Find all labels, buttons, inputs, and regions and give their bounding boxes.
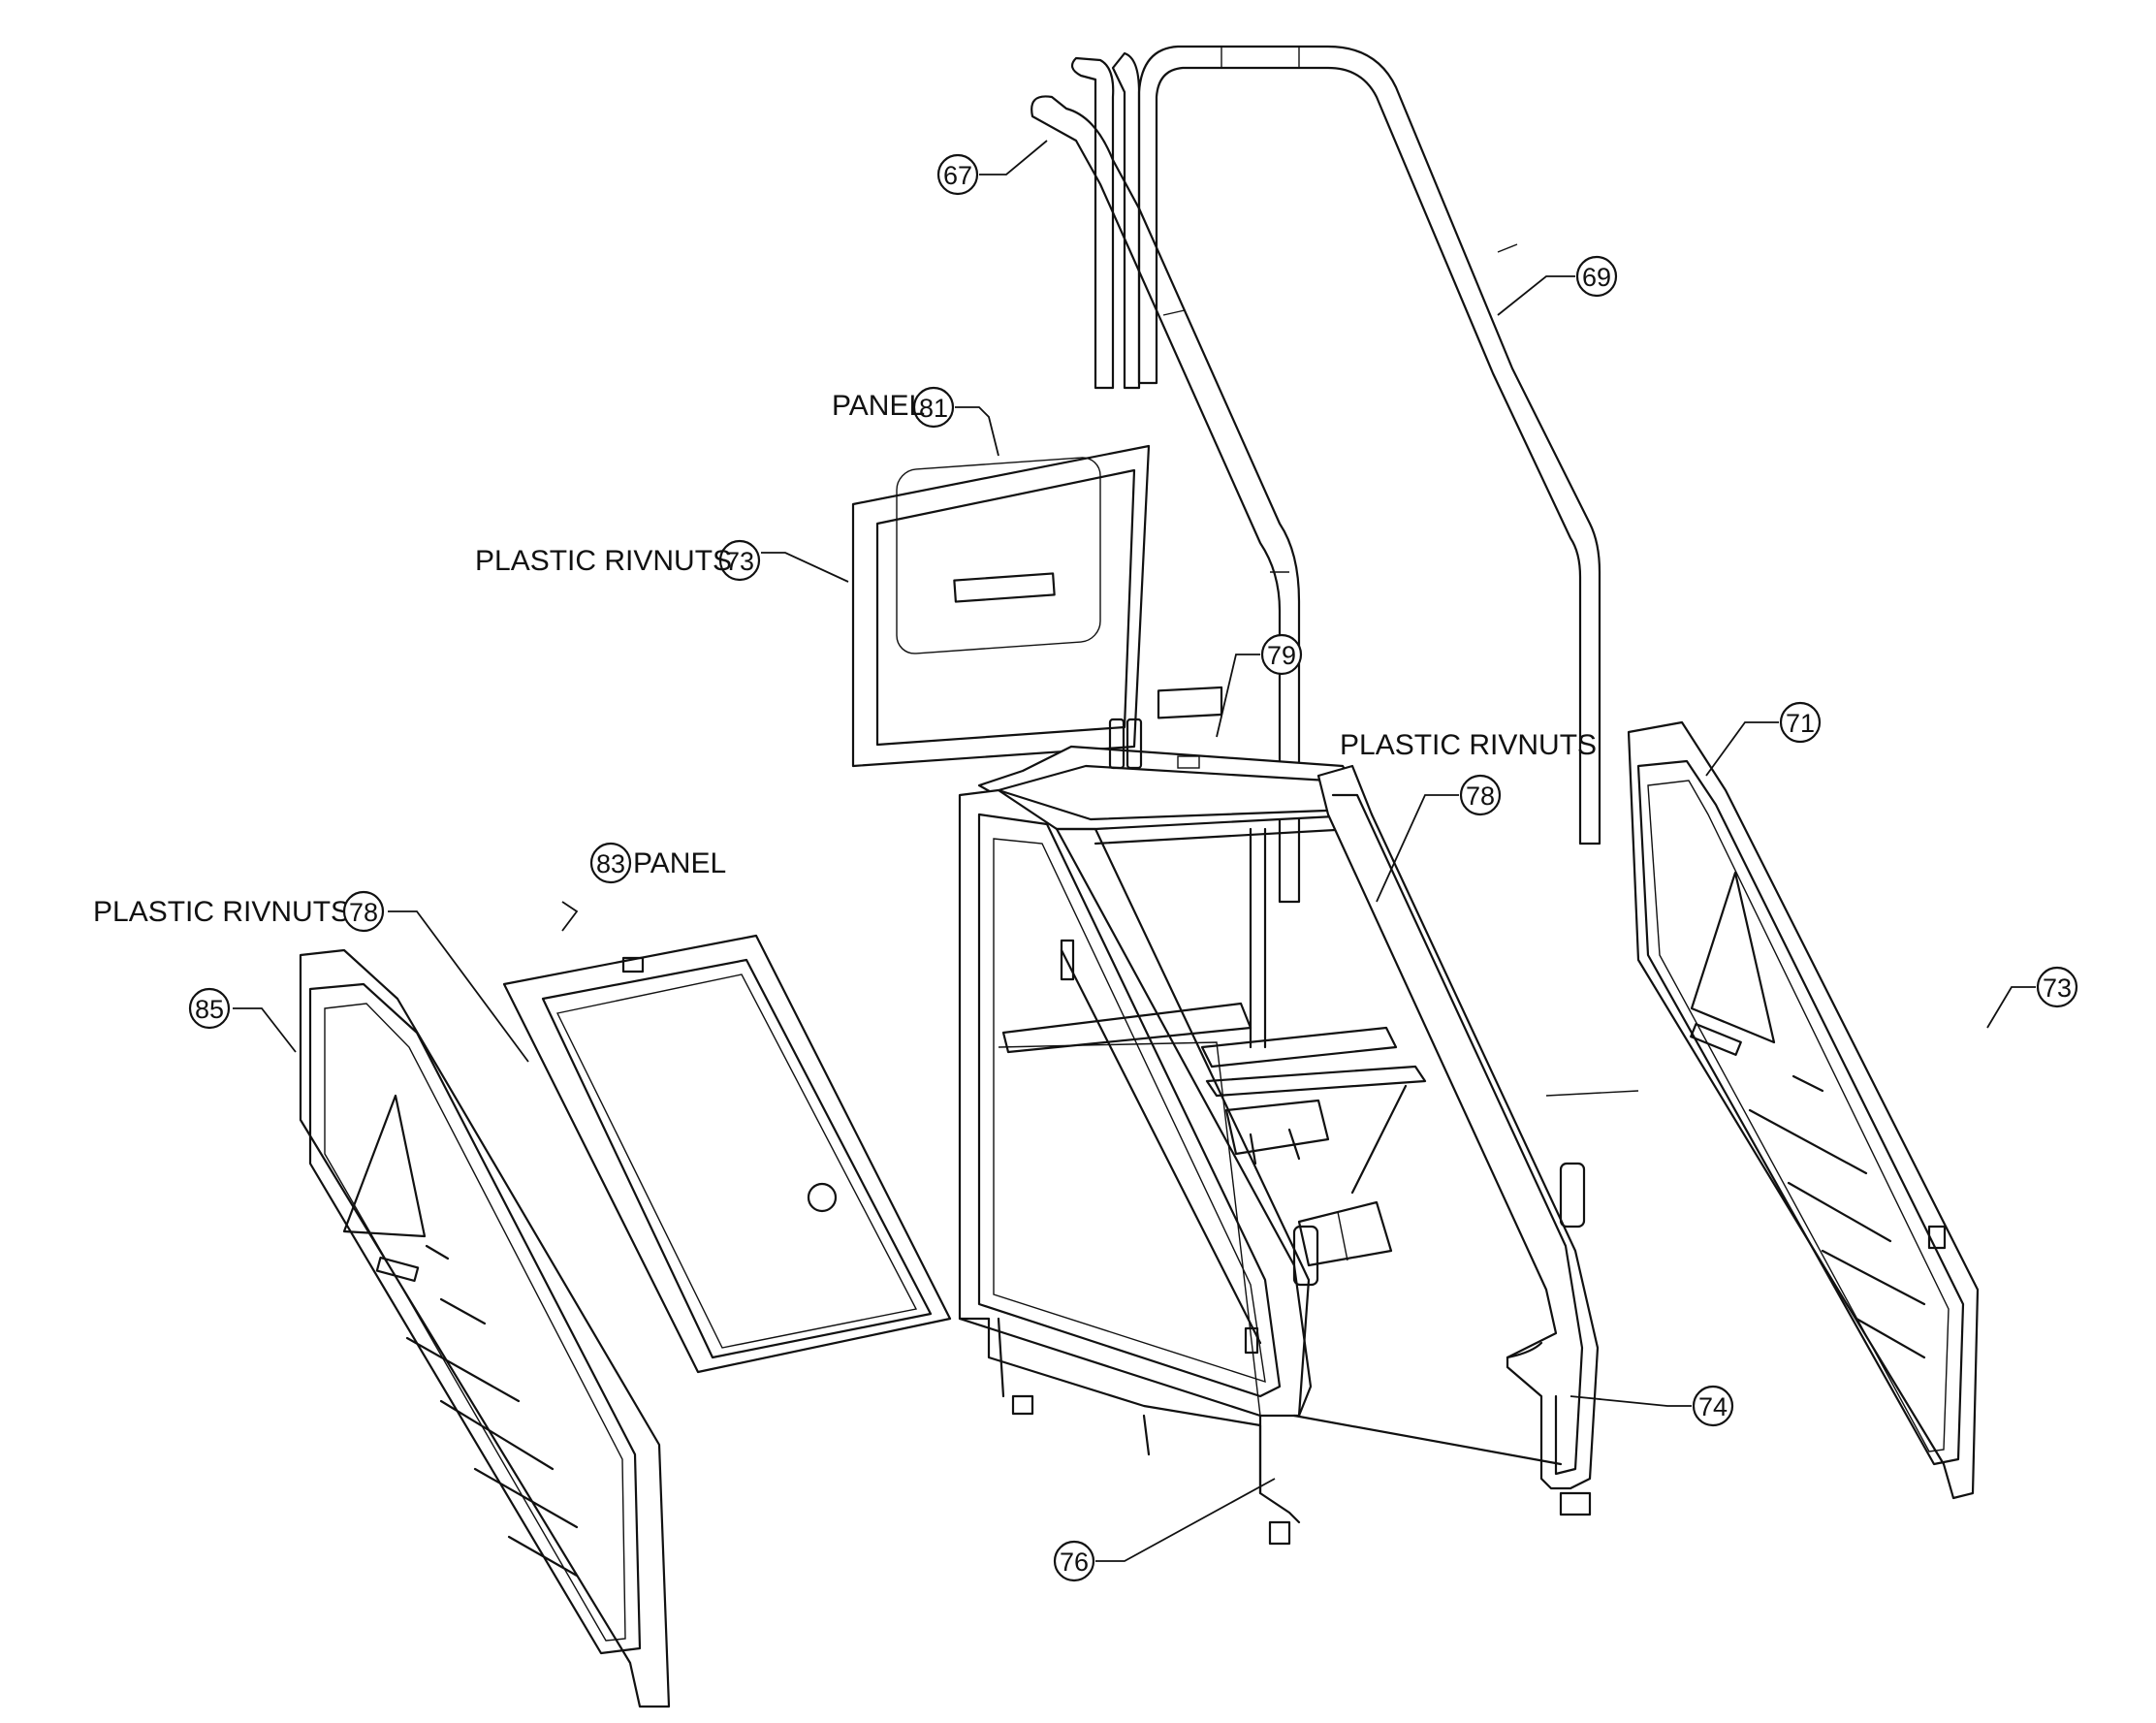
callout-83: 83 <box>589 842 632 884</box>
handrail-69 <box>1137 45 1601 846</box>
callout-78-left: 78 <box>342 890 385 933</box>
callout-73-right: 73 <box>2036 966 2078 1008</box>
svg-text:83: 83 <box>596 849 625 878</box>
label-panel-83: PANEL <box>633 847 726 879</box>
main-frame <box>958 686 1600 1546</box>
label-rivnuts-78-center: PLASTIC RIVNUTS <box>1340 729 1597 761</box>
svg-text:76: 76 <box>1060 1548 1089 1577</box>
callout-67: 67 <box>936 153 979 196</box>
svg-text:81: 81 <box>919 394 948 423</box>
callout-79: 79 <box>1260 633 1303 676</box>
leader-lines <box>233 140 2036 1562</box>
svg-text:69: 69 <box>1582 263 1611 292</box>
svg-text:73: 73 <box>2043 973 2072 1003</box>
svg-text:74: 74 <box>1698 1392 1728 1421</box>
side-panel-85 <box>299 948 671 1708</box>
svg-text:78: 78 <box>349 898 378 927</box>
svg-text:85: 85 <box>195 995 224 1024</box>
svg-text:78: 78 <box>1466 782 1495 811</box>
svg-text:71: 71 <box>1786 709 1815 738</box>
callout-71: 71 <box>1779 701 1822 744</box>
callout-78-center: 78 <box>1459 774 1502 816</box>
svg-text:67: 67 <box>943 161 972 190</box>
label-rivnuts-73: PLASTIC RIVNUTS <box>475 545 732 577</box>
panel-81 <box>851 444 1151 768</box>
svg-text:79: 79 <box>1267 641 1296 670</box>
panel-83 <box>502 934 952 1374</box>
callout-74: 74 <box>1692 1385 1734 1427</box>
label-panel-81: PANEL <box>832 390 925 422</box>
svg-text:73: 73 <box>725 547 754 576</box>
callout-69: 69 <box>1575 255 1618 298</box>
label-rivnuts-78-left: PLASTIC RIVNUTS <box>93 896 350 928</box>
callout-81: 81 <box>912 386 955 429</box>
callout-76: 76 <box>1053 1540 1095 1582</box>
callout-73-left: 73 <box>718 539 761 582</box>
side-panel-71 <box>1627 720 1980 1500</box>
callout-85: 85 <box>188 987 231 1030</box>
